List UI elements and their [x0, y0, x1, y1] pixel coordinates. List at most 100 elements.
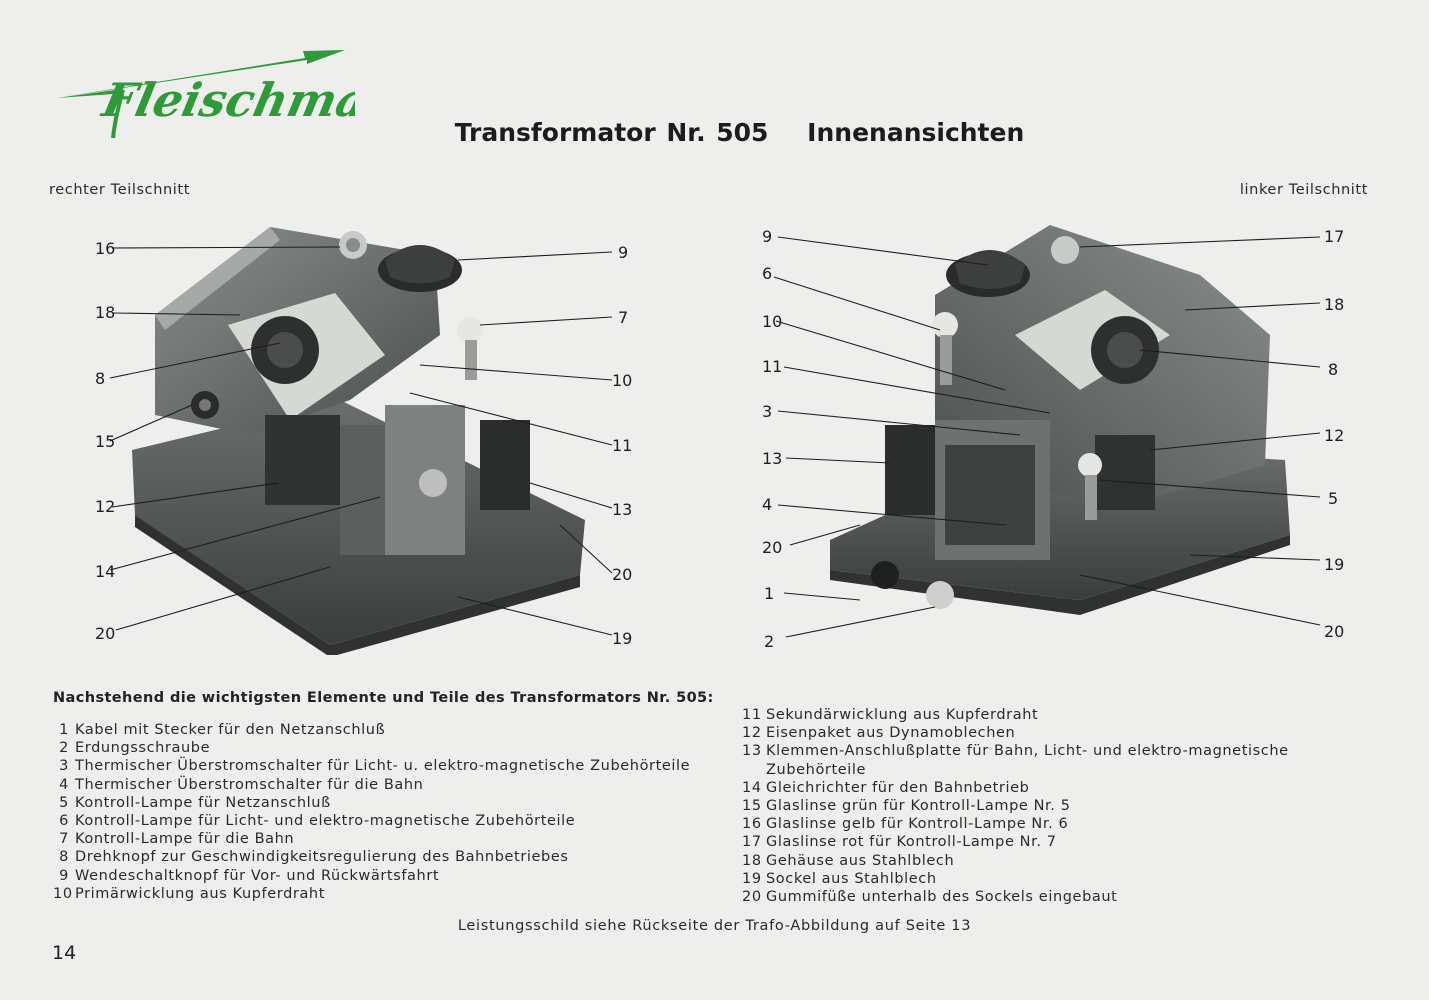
- callout-11: 11: [612, 436, 632, 455]
- callout-13: 13: [612, 500, 632, 519]
- item-number: 1: [59, 722, 69, 738]
- callout-9: 9: [618, 243, 628, 262]
- item-text: Erdungsschraube: [75, 740, 211, 757]
- footnote: Leistungsschild siehe Rückseite der Traf…: [457, 918, 972, 934]
- callout-r-4: 4: [762, 495, 772, 514]
- item-number: 4: [59, 776, 69, 793]
- transformer-image-right: [830, 225, 1290, 615]
- item-text: Gehäuse aus Stahlblech: [766, 852, 955, 869]
- item-text: Kontroll-Lampe für Licht- und elektro-ma…: [75, 813, 576, 830]
- callout-r-9: 9: [762, 227, 772, 246]
- callout-r-19: 19: [1324, 555, 1344, 574]
- item-number: 20: [742, 889, 762, 906]
- transformer-photo-right-section: 16 18 8 15 12 14 20 9 7 10 11 13 20 19: [95, 227, 632, 655]
- item-number: 8: [59, 849, 69, 866]
- callout-r-1: 1: [764, 584, 774, 603]
- item-number: 18: [742, 852, 762, 869]
- item-text: Drehknopf zur Geschwindigkeitsregulierun…: [75, 849, 569, 866]
- callout-r-18: 18: [1324, 295, 1344, 314]
- callout-20: 20: [95, 624, 115, 643]
- callout-20b: 20: [612, 565, 632, 584]
- item-text: Kontroll-Lampe für Netzanschluß: [75, 794, 331, 811]
- callout-r-11: 11: [762, 357, 782, 376]
- item-number: 17: [742, 834, 762, 851]
- callout-12: 12: [95, 497, 115, 516]
- callout-14: 14: [95, 562, 115, 581]
- list-item: 6 Kontroll-Lampe für Licht- und elektro-m…: [53, 812, 713, 830]
- item-text: Sockel aus Stahlblech: [766, 870, 937, 887]
- callout-r-10: 10: [762, 312, 782, 331]
- item-text: Sekundärwicklung aus Kupferdraht: [766, 707, 1039, 723]
- item-text: Thermischer Überstromschalter für die Ba…: [75, 776, 424, 793]
- list-item: 2 Erdungsschraube: [53, 739, 713, 757]
- page-number: 14: [52, 942, 77, 964]
- callout-7: 7: [618, 308, 628, 327]
- callout-r-6: 6: [762, 264, 772, 283]
- item-text: Glaslinse grün für Kontroll-Lampe Nr. 5: [766, 798, 1071, 815]
- logo-wordmark: Fleischmann: [96, 72, 355, 126]
- item-text: Glaslinse gelb für Kontroll-Lampe Nr. 6: [766, 816, 1069, 833]
- item-text: Kontroll-Lampe für die Bahn: [75, 831, 295, 848]
- list-item: 1 Kabel mit Stecker für den Netzanschluß: [53, 721, 713, 739]
- callout-r-13: 13: [762, 449, 782, 468]
- item-number: 15: [742, 798, 762, 815]
- title-part-2: Innenansichten: [807, 118, 1025, 147]
- item-number: 16: [742, 816, 762, 833]
- item-number: 12: [742, 725, 762, 742]
- item-text: Klemmen-Anschlußplatte für Bahn, Licht- …: [766, 743, 1289, 778]
- item-text: Gleichrichter für den Bahnbetrieb: [766, 779, 1030, 796]
- subtitle-right: linker Teilschnitt: [1239, 182, 1368, 198]
- title-part-1: Transformator Nr. 505: [454, 118, 769, 147]
- item-number: 2: [59, 740, 69, 757]
- list-item: 5 Kontroll-Lampe für Netzanschluß: [53, 794, 713, 812]
- callout-15: 15: [95, 432, 115, 451]
- item-text: Wendeschaltknopf für Vor- und Rückwärtsf…: [75, 867, 440, 884]
- callout-10: 10: [612, 371, 632, 390]
- callout-r-3: 3: [762, 402, 772, 421]
- item-text: Glaslinse rot für Kontroll-Lampe Nr. 7: [766, 834, 1057, 851]
- transformer-photo-left-section: 9 6 10 11 3 13 4 20 1 2 17 18 8 12 5 19 …: [762, 225, 1344, 651]
- page-title: Transformator Nr. 505 Innenansichten: [0, 118, 1429, 147]
- item-text: Kabel mit Stecker für den Netzanschluß: [75, 722, 386, 738]
- item-number: 14: [742, 779, 762, 796]
- item-number: 19: [742, 870, 762, 887]
- item-number: 5: [59, 794, 69, 811]
- item-text: Gummifüße unterhalb des Sockels eingebau…: [766, 889, 1118, 906]
- item-number: 13: [742, 743, 762, 760]
- callout-18: 18: [95, 303, 115, 322]
- list-item: 8 Drehknopf zur Geschwindigkeitsregulieru…: [53, 848, 713, 866]
- list-item: 4 Thermischer Überstromschalter für die B…: [53, 776, 713, 794]
- item-number: 6: [59, 813, 69, 830]
- fleischmann-logo: Fleischmann: [57, 50, 355, 139]
- list-item: 7 Kontroll-Lampe für die Bahn: [53, 830, 713, 848]
- item-number: 7: [59, 831, 69, 848]
- callout-16: 16: [95, 239, 115, 258]
- callout-r-20b: 20: [1324, 622, 1344, 641]
- item-number: 10: [53, 885, 73, 902]
- item-number: 11: [742, 707, 762, 723]
- callout-r-20: 20: [762, 538, 782, 557]
- item-text: Thermischer Überstromschalter für Licht-…: [75, 758, 691, 775]
- callout-r-8: 8: [1328, 360, 1338, 379]
- subtitle-left: rechter Teilschnitt: [49, 182, 190, 198]
- callout-r-2: 2: [764, 632, 774, 651]
- callout-19: 19: [612, 629, 632, 648]
- list-item: 9 Wendeschaltknopf für Vor- und Rückwärts…: [53, 867, 713, 885]
- callout-8: 8: [95, 369, 105, 388]
- callout-r-12: 12: [1324, 426, 1344, 445]
- item-number: 9: [59, 867, 69, 884]
- transformer-image-left: [132, 227, 585, 655]
